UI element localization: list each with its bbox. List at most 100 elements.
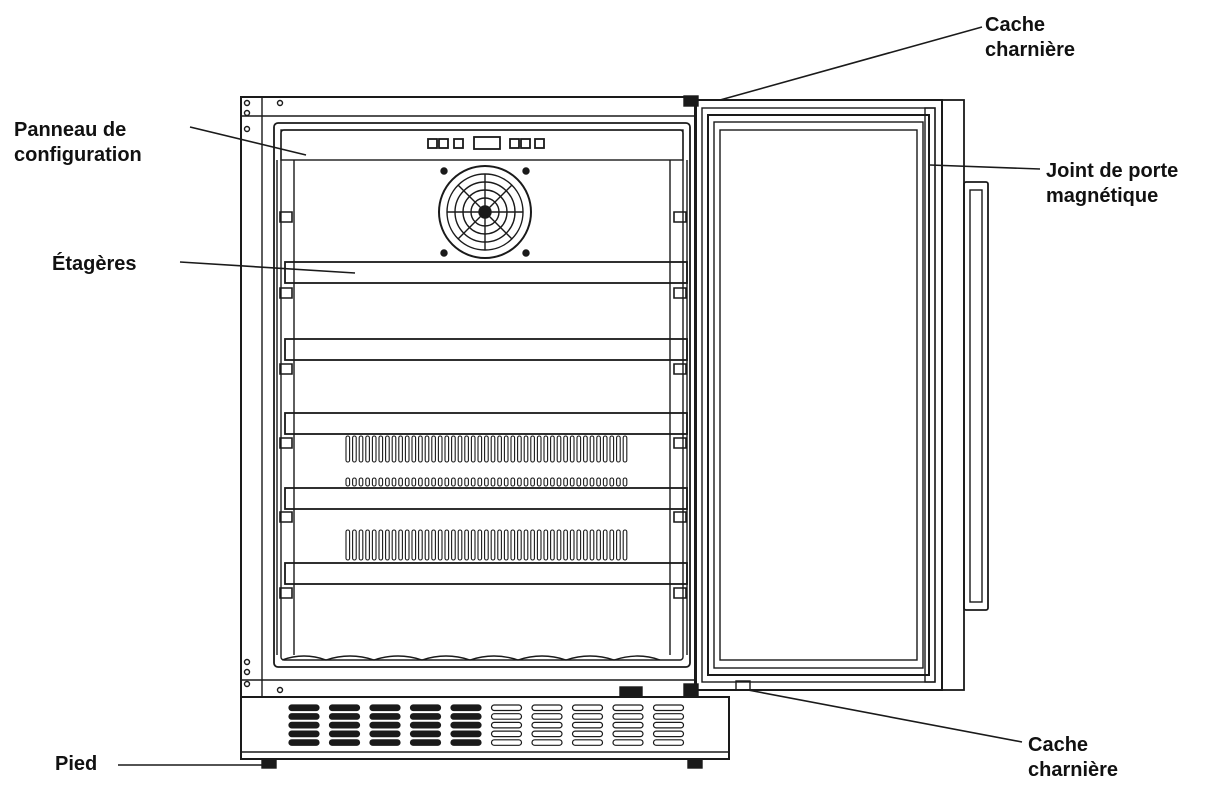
slot	[530, 477, 535, 487]
slot	[358, 435, 364, 463]
vent-slot	[652, 739, 685, 746]
vent-slot	[450, 730, 482, 738]
slot	[530, 529, 535, 561]
slot	[431, 435, 436, 463]
slot	[543, 477, 549, 487]
leader-lines	[118, 26, 1041, 766]
slot	[371, 529, 377, 561]
vent-slot	[612, 730, 644, 738]
door-handle	[963, 181, 989, 611]
slot	[589, 435, 595, 463]
slot	[378, 477, 384, 487]
slot	[576, 435, 582, 463]
slot	[569, 477, 575, 487]
shelves	[284, 261, 688, 585]
slot	[411, 435, 417, 463]
vent-slot	[571, 739, 604, 746]
vent-slot	[490, 730, 523, 738]
label-line: magnétique	[1046, 185, 1159, 207]
vent-slot	[409, 739, 442, 746]
vent-slot	[612, 713, 644, 720]
vent-slot	[369, 713, 401, 720]
slot	[523, 435, 529, 463]
slot	[609, 477, 615, 487]
slot	[345, 529, 351, 561]
slot	[391, 477, 397, 487]
vent-slot	[531, 721, 563, 729]
slot	[563, 529, 568, 561]
slot	[398, 435, 403, 463]
slot	[424, 529, 430, 561]
slot	[616, 435, 621, 463]
slot	[352, 435, 357, 463]
slot	[444, 529, 450, 561]
slot	[477, 435, 483, 463]
foot	[687, 758, 703, 769]
label-line: charnière	[985, 39, 1076, 61]
slot	[563, 435, 568, 463]
slot	[523, 477, 529, 487]
vent-slot	[652, 721, 685, 729]
slot	[543, 529, 549, 561]
slot	[484, 529, 489, 561]
label-door-gasket: Joint de porte magnétique	[1046, 159, 1178, 209]
slot	[589, 477, 595, 487]
slot	[424, 435, 430, 463]
rear-evaporator-slots	[345, 435, 628, 561]
slot	[365, 435, 370, 463]
leader-hinge-bottom	[747, 689, 1023, 743]
slot	[470, 477, 476, 487]
shelf	[284, 562, 688, 585]
slot	[616, 477, 621, 487]
slot	[550, 529, 555, 561]
slot	[385, 477, 390, 487]
vent-slot	[490, 739, 523, 746]
shelf-supports	[279, 211, 687, 599]
slot	[451, 529, 456, 561]
label-hinge-cover-bottom: Cache charnière	[1028, 733, 1118, 783]
vent-slot	[288, 721, 320, 729]
label-shelves: Étagères	[52, 252, 137, 277]
vent-slot	[571, 713, 604, 720]
vent-slot	[450, 704, 482, 712]
slot	[398, 529, 403, 561]
slot	[424, 477, 430, 487]
slot	[602, 477, 608, 487]
slot	[358, 529, 364, 561]
slot	[378, 529, 384, 561]
vent-slot	[490, 704, 523, 712]
slot	[418, 477, 423, 487]
slot	[503, 435, 509, 463]
slot	[444, 477, 450, 487]
vent-slot	[450, 739, 482, 746]
slot	[609, 529, 615, 561]
slot	[497, 529, 502, 561]
slot	[352, 477, 357, 487]
slot	[583, 529, 588, 561]
slot	[616, 529, 621, 561]
vent-slot	[288, 730, 320, 738]
slot	[437, 529, 443, 561]
vent-slot	[652, 704, 685, 712]
slot	[464, 477, 469, 487]
interior-liner	[273, 122, 691, 668]
leader-control-panel	[189, 126, 307, 156]
door	[683, 95, 965, 697]
slot	[517, 529, 522, 561]
slot	[371, 477, 377, 487]
slot	[530, 435, 535, 463]
leader-door-gasket	[929, 164, 1041, 170]
shelf	[284, 338, 688, 361]
slot	[517, 477, 522, 487]
slot	[622, 477, 628, 487]
slot	[457, 529, 463, 561]
slot	[398, 477, 403, 487]
slot	[497, 477, 502, 487]
slot	[490, 529, 496, 561]
slot	[510, 477, 516, 487]
slot	[431, 529, 436, 561]
slot	[609, 435, 615, 463]
vent-slot	[531, 739, 563, 746]
slot	[391, 529, 397, 561]
